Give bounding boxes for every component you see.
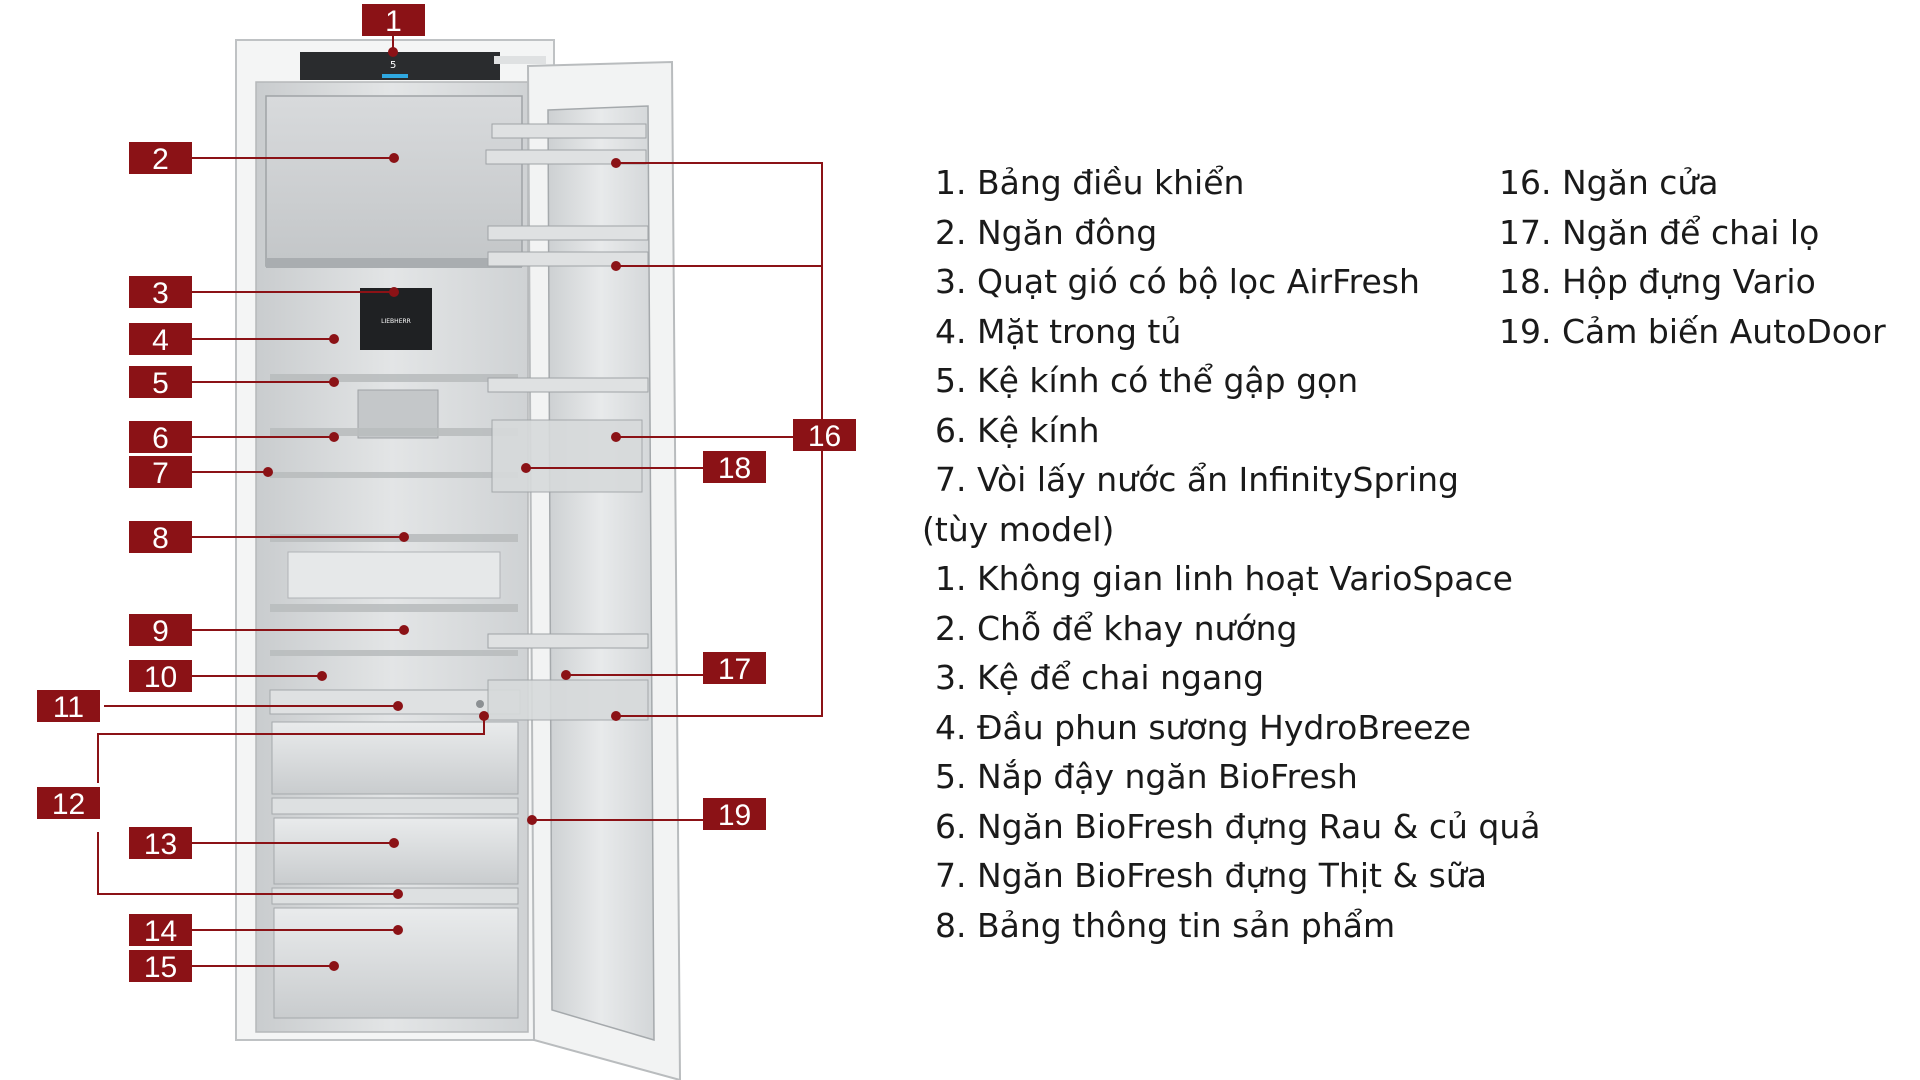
svg-text:16: 16 bbox=[808, 420, 841, 453]
svg-text:4: 4 bbox=[152, 324, 169, 357]
marker-18: 18 bbox=[703, 451, 766, 485]
marker-17: 17 bbox=[703, 652, 766, 686]
svg-text:1: 1 bbox=[385, 5, 402, 38]
legend-item: 4. Đầu phun sương HydroBreeze bbox=[935, 707, 1472, 747]
legend-item: 7. Ngăn BioFresh đựng Thịt & sữa bbox=[935, 856, 1487, 895]
legend-item: 6. Ngăn BioFresh đựng Rau & củ quả bbox=[935, 806, 1541, 846]
marker-5: 5 bbox=[129, 366, 192, 400]
svg-text:8: 8 bbox=[152, 522, 169, 555]
svg-text:2: 2 bbox=[152, 143, 169, 176]
legend-item: 7. Vòi lấy nước ẩn InfinitySpring bbox=[935, 460, 1460, 499]
legend-item: 19. Cảm biến AutoDoor bbox=[1499, 311, 1886, 351]
legend-item: 5. Kệ kính có thể gập gọn bbox=[935, 361, 1359, 400]
marker-boxes: 1 2 3 4 5 6 7 8 9 10 11 12 13 14 15 16 1… bbox=[37, 4, 856, 984]
svg-text:5: 5 bbox=[152, 367, 169, 400]
marker-6: 6 bbox=[129, 421, 192, 455]
marker-9: 9 bbox=[129, 614, 192, 648]
svg-text:5: 5 bbox=[390, 60, 396, 71]
legend-item: 18. Hộp đựng Vario bbox=[1499, 262, 1816, 301]
marker-12: 12 bbox=[37, 787, 100, 821]
legend-item: 5. Nắp đậy ngăn BioFresh bbox=[935, 757, 1358, 796]
legend-item: 17. Ngăn để chai lọ bbox=[1499, 212, 1820, 252]
legend-item: 2. Chỗ để khay nướng bbox=[935, 608, 1298, 648]
legend-item: 2. Ngăn đông bbox=[935, 212, 1158, 252]
svg-text:15: 15 bbox=[144, 951, 177, 984]
svg-text:7: 7 bbox=[152, 457, 169, 490]
svg-text:3: 3 bbox=[152, 277, 169, 310]
marker-3: 3 bbox=[129, 276, 192, 310]
legend-item: 4. Mặt trong tủ bbox=[935, 311, 1182, 351]
svg-text:17: 17 bbox=[718, 653, 751, 686]
svg-text:12: 12 bbox=[52, 788, 85, 821]
callout-dots bbox=[263, 47, 621, 971]
legend-item: 16. Ngăn cửa bbox=[1499, 163, 1719, 202]
svg-text:18: 18 bbox=[718, 452, 751, 485]
legend-left-column: 1. Bảng điều khiển 2. Ngăn đông 3. Quạt … bbox=[922, 158, 1541, 950]
marker-4: 4 bbox=[129, 323, 192, 357]
marker-11: 11 bbox=[37, 690, 100, 724]
svg-text:9: 9 bbox=[152, 615, 169, 648]
svg-text:10: 10 bbox=[144, 661, 177, 694]
marker-8: 8 bbox=[129, 521, 192, 555]
svg-text:19: 19 bbox=[718, 799, 751, 832]
marker-2: 2 bbox=[129, 142, 192, 176]
svg-text:13: 13 bbox=[144, 828, 177, 861]
legend-item: 6. Kệ kính bbox=[935, 410, 1100, 450]
svg-text:14: 14 bbox=[144, 915, 177, 948]
marker-7: 7 bbox=[129, 456, 192, 490]
legend-item: 3. Kệ để chai ngang bbox=[935, 658, 1265, 697]
marker-13: 13 bbox=[129, 827, 192, 861]
svg-text:6: 6 bbox=[152, 422, 169, 455]
legend-item: 1. Không gian linh hoạt VarioSpace bbox=[935, 559, 1513, 598]
svg-text:LIEBHERR: LIEBHERR bbox=[381, 318, 411, 325]
fridge-illustration: 5 LIEBHERR bbox=[235, 39, 682, 1080]
marker-16: 16 bbox=[793, 419, 856, 453]
marker-15: 15 bbox=[129, 950, 192, 984]
marker-1: 1 bbox=[362, 4, 425, 38]
marker-19: 19 bbox=[703, 798, 766, 832]
marker-14: 14 bbox=[129, 914, 192, 948]
legend-item: 8. Bảng thông tin sản phẩm bbox=[935, 905, 1396, 945]
legend-item: 1. Bảng điều khiển bbox=[935, 163, 1245, 202]
marker-10: 10 bbox=[129, 660, 192, 694]
legend-item: 3. Quạt gió có bộ lọc AirFresh bbox=[935, 262, 1420, 301]
svg-text:11: 11 bbox=[53, 691, 84, 724]
legend-item-note: (tùy model) bbox=[922, 509, 1115, 549]
legend-right-column: 16. Ngăn cửa 17. Ngăn để chai lọ 18. Hộp… bbox=[1499, 158, 1886, 356]
